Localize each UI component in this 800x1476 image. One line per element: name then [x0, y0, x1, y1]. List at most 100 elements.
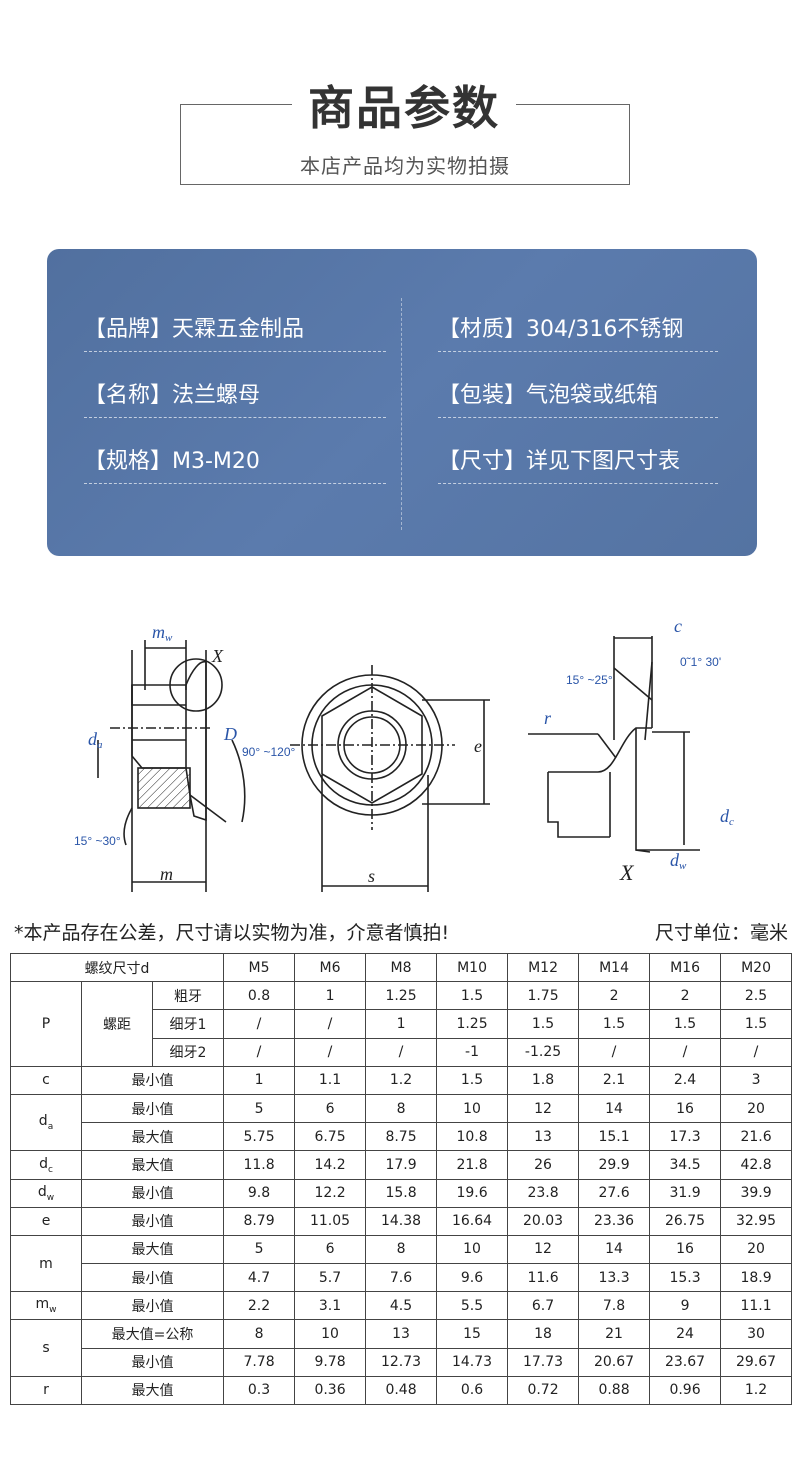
- mw-min-value: 2.2: [223, 1291, 296, 1321]
- label-x-detail: X: [619, 860, 635, 885]
- r-max-value: 1.2: [720, 1375, 793, 1406]
- m-min-value: 11.6: [507, 1263, 580, 1293]
- mw-min-value: 4.5: [365, 1291, 438, 1321]
- dw-min-value: 27.6: [578, 1178, 651, 1208]
- s-min-value: 17.73: [507, 1347, 580, 1377]
- mw-min-value: 11.1: [720, 1291, 793, 1321]
- m-min-value: 9.6: [436, 1263, 509, 1293]
- header-size: M14: [578, 952, 651, 983]
- param-c: c: [10, 1065, 82, 1095]
- mw-min-value: 6.7: [507, 1291, 580, 1321]
- product-info-panel: [47, 249, 757, 556]
- mw-min-value: 7.8: [578, 1291, 651, 1321]
- da-max-value: 17.3: [649, 1122, 722, 1152]
- s-max-value: 10: [294, 1319, 367, 1349]
- label-e: e: [474, 736, 482, 756]
- m-min-value: 18.9: [720, 1263, 793, 1293]
- m-min-value: 15.3: [649, 1263, 722, 1293]
- param-p: P: [10, 981, 82, 1067]
- c-min-value: 1: [223, 1065, 296, 1095]
- dw-min-value: 9.8: [223, 1178, 296, 1208]
- s-max-value: 13: [365, 1319, 438, 1349]
- label-max: 最大值: [80, 1375, 225, 1406]
- da-max-value: 21.6: [720, 1122, 793, 1152]
- header-size: M12: [507, 952, 580, 983]
- s-max-value: 8: [223, 1319, 296, 1349]
- page-subtitle: 本店产品均为实物拍摄: [300, 154, 510, 178]
- label-max: 最大值: [80, 1234, 225, 1265]
- label-c: c: [674, 616, 682, 636]
- tolerance-note: *本产品存在公差，尺寸请以实物为准，介意者慎拍!: [14, 922, 450, 944]
- param-s: s: [10, 1319, 82, 1377]
- label-s: s: [368, 866, 375, 886]
- m-max-value: 14: [578, 1234, 651, 1265]
- dc-max-value: 21.8: [436, 1150, 509, 1180]
- fine2-value: /: [720, 1037, 793, 1067]
- m-max-value: 8: [365, 1234, 438, 1265]
- c-min-value: 1.8: [507, 1065, 580, 1095]
- label-max: 最大值: [80, 1150, 225, 1180]
- fine1-value: /: [223, 1009, 296, 1039]
- c-min-value: 1.5: [436, 1065, 509, 1095]
- da-max-value: 5.75: [223, 1122, 296, 1152]
- c-min-value: 1.1: [294, 1065, 367, 1095]
- label-dc: dc: [720, 806, 734, 828]
- info-name: 【名称】法兰螺母: [84, 377, 386, 418]
- label-da: da: [88, 729, 103, 751]
- coarse-value: 1: [294, 981, 367, 1011]
- label-min: 最小值: [80, 1291, 225, 1321]
- da-max-value: 10.8: [436, 1122, 509, 1152]
- m-max-value: 20: [720, 1234, 793, 1265]
- m-max-value: 5: [223, 1234, 296, 1265]
- e-min-value: 11.05: [294, 1206, 367, 1236]
- fine1-value: 1.5: [720, 1009, 793, 1039]
- s-max-value: 18: [507, 1319, 580, 1349]
- param-r: r: [10, 1375, 82, 1406]
- fine1-value: 1.5: [507, 1009, 580, 1039]
- da-max-value: 6.75: [294, 1122, 367, 1152]
- dc-max-value: 29.9: [578, 1150, 651, 1180]
- e-min-value: 8.79: [223, 1206, 296, 1236]
- r-max-value: 0.88: [578, 1375, 651, 1406]
- coarse-value: 2: [649, 981, 722, 1011]
- coarse-value: 2: [578, 981, 651, 1011]
- fine1-value: 1.25: [436, 1009, 509, 1039]
- label-d-flange: D: [223, 724, 237, 744]
- label-x: X: [211, 646, 224, 666]
- mw-min-value: 3.1: [294, 1291, 367, 1321]
- r-max-value: 0.48: [365, 1375, 438, 1406]
- m-min-value: 13.3: [578, 1263, 651, 1293]
- s-min-value: 12.73: [365, 1347, 438, 1377]
- r-max-value: 0.36: [294, 1375, 367, 1406]
- dw-min-value: 31.9: [649, 1178, 722, 1208]
- label-min: 最小值: [80, 1178, 225, 1208]
- s-min-value: 9.78: [294, 1347, 367, 1377]
- header-thread-size: 螺纹尺寸d: [9, 952, 225, 983]
- s-min-value: 14.73: [436, 1347, 509, 1377]
- header-size: M8: [365, 952, 438, 983]
- da-min-value: 8: [365, 1093, 438, 1124]
- da-min-value: 14: [578, 1093, 651, 1124]
- label-angle-15-30: 15° ~30°: [74, 834, 121, 848]
- dc-max-value: 11.8: [223, 1150, 296, 1180]
- label-r: r: [544, 708, 552, 728]
- dc-max-value: 42.8: [720, 1150, 793, 1180]
- da-max-value: 8.75: [365, 1122, 438, 1152]
- title-frame: [180, 104, 630, 185]
- label-min: 最小值: [80, 1263, 225, 1293]
- r-max-value: 0.3: [223, 1375, 296, 1406]
- r-max-value: 0.96: [649, 1375, 722, 1406]
- dw-min-value: 15.8: [365, 1178, 438, 1208]
- s-max-value: 24: [649, 1319, 722, 1349]
- da-min-value: 12: [507, 1093, 580, 1124]
- coarse-value: 1.75: [507, 981, 580, 1011]
- da-min-value: 20: [720, 1093, 793, 1124]
- m-min-value: 5.7: [294, 1263, 367, 1293]
- front-view: [290, 665, 490, 892]
- dw-min-value: 12.2: [294, 1178, 367, 1208]
- label-coarse: 粗牙: [151, 981, 225, 1011]
